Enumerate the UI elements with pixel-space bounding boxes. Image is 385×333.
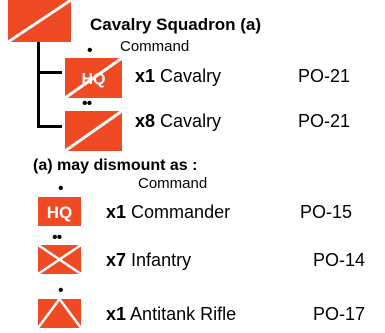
commander-name: Commander bbox=[131, 202, 231, 222]
cavalry-hq-icon: HQ bbox=[64, 56, 123, 100]
tree-trunk-line bbox=[37, 42, 40, 128]
cavalry-symbol bbox=[64, 109, 123, 153]
cavalry-icon bbox=[64, 109, 123, 153]
cavalry-code: PO-21 bbox=[298, 111, 351, 131]
tree-branch-line-cavalry bbox=[37, 125, 62, 128]
commander-count: x1 bbox=[106, 202, 127, 222]
infantry-echelon-dots: •• bbox=[52, 229, 62, 246]
cavalry-icon bbox=[7, 0, 72, 44]
hq-symbol: HQ bbox=[38, 197, 81, 226]
infantry-count: x7 bbox=[106, 250, 127, 270]
cavalry-echelon-dots: •• bbox=[82, 95, 92, 112]
cavalry-hq-symbol: HQ bbox=[64, 56, 123, 100]
hq-echelon-dot: • bbox=[87, 42, 93, 59]
squadron-command-label: Command bbox=[120, 38, 190, 55]
antitank-echelon-dot: • bbox=[58, 282, 64, 299]
commander-row: x1 Commander bbox=[106, 202, 230, 223]
cavalry-hq-name: Cavalry bbox=[160, 66, 222, 86]
commander-echelon-dot: • bbox=[58, 180, 64, 197]
antitank-rifle-name: Antitank Rifle bbox=[130, 304, 237, 324]
antitank-rifle-code: PO-17 bbox=[313, 304, 366, 324]
dismount-note: (a) may dismount as : bbox=[33, 157, 198, 174]
cavalry-row: x8 Cavalry bbox=[135, 111, 221, 132]
cavalry-count: x8 bbox=[135, 111, 156, 131]
infantry-code: PO-14 bbox=[313, 250, 366, 270]
infantry-icon bbox=[37, 243, 82, 276]
cavalry-hq-count: x1 bbox=[135, 66, 156, 86]
squadron-title: Cavalry Squadron (a) bbox=[90, 15, 261, 34]
commander-code: PO-15 bbox=[300, 202, 353, 222]
antitank-rifle-icon bbox=[36, 296, 83, 329]
cavalry-name: Cavalry bbox=[160, 111, 222, 131]
hq-symbol-text: HQ bbox=[47, 203, 73, 222]
dismount-command-label: Command bbox=[138, 175, 208, 192]
infantry-symbol bbox=[37, 243, 82, 276]
tree-branch-line-hq bbox=[37, 71, 62, 74]
cavalry-hq-code: PO-21 bbox=[298, 66, 351, 86]
cavalry-hq-symbol-text: HQ bbox=[82, 71, 106, 88]
squadron-symbol bbox=[7, 0, 72, 44]
antitank-rifle-symbol bbox=[36, 296, 83, 329]
infantry-name: Infantry bbox=[131, 250, 192, 270]
antitank-rifle-count: x1 bbox=[106, 304, 127, 324]
hq-icon: HQ bbox=[38, 197, 81, 226]
antitank-rifle-row: x1 Antitank Rifle bbox=[106, 304, 236, 325]
cavalry-hq-row: x1 Cavalry bbox=[135, 66, 221, 87]
infantry-row: x7 Infantry bbox=[106, 250, 191, 271]
